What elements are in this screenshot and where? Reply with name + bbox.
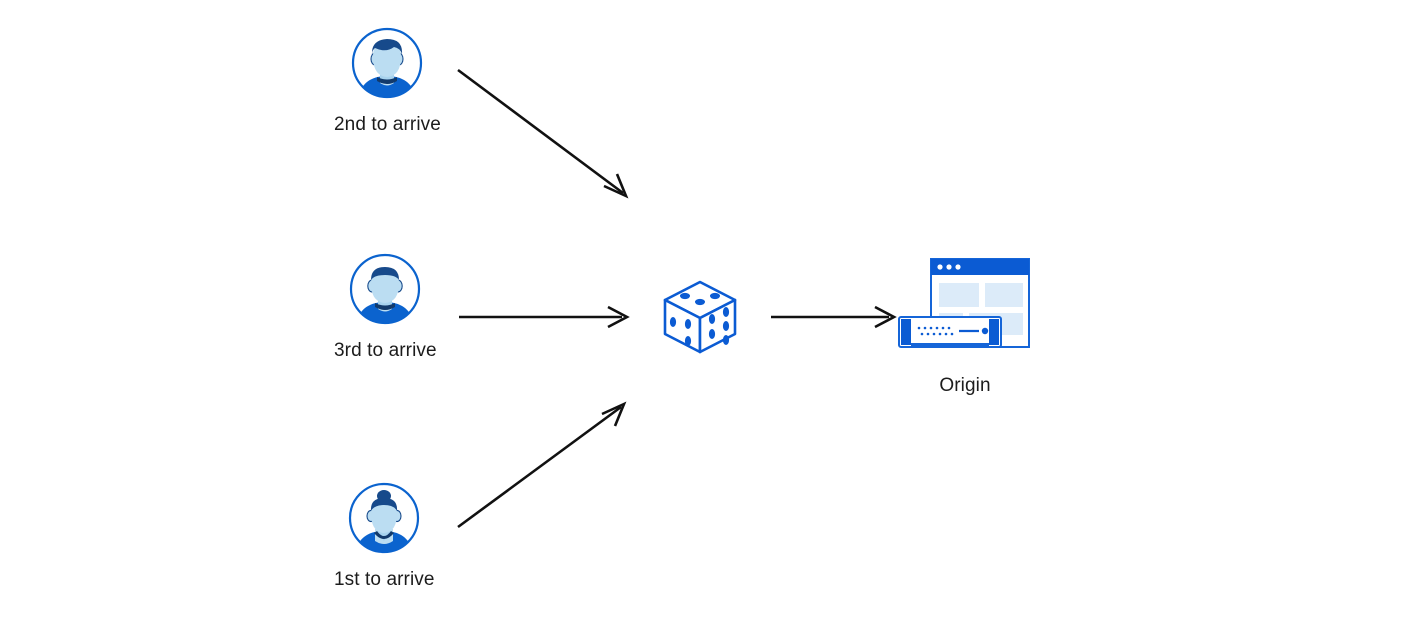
origin-label: Origin: [939, 375, 991, 396]
arrow-2nd-to-dice: [457, 68, 629, 199]
user-avatar-icon: [347, 481, 421, 555]
client-node-3rd[interactable]: 3rd to arrive: [334, 252, 437, 363]
user-avatar-icon: [350, 26, 424, 100]
client-node-1st[interactable]: 1st to arrive: [334, 481, 435, 592]
randomizer-node[interactable]: [657, 274, 743, 360]
origin-node[interactable]: Origin: [895, 255, 1035, 398]
arrow-1st-to-dice: [457, 401, 627, 529]
arrow-3rd-to-dice: [459, 305, 630, 329]
server-device: [898, 316, 1002, 348]
client-label-3rd: 3rd to arrive: [334, 340, 437, 361]
origin-server-icon: [895, 255, 1035, 365]
user-avatar-icon: [348, 252, 422, 326]
dice-icon: [657, 274, 743, 360]
arrow-dice-to-origin: [771, 305, 897, 329]
client-node-2nd[interactable]: 2nd to arrive: [334, 26, 441, 137]
client-label-2nd: 2nd to arrive: [334, 114, 441, 135]
client-label-1st: 1st to arrive: [334, 569, 435, 590]
